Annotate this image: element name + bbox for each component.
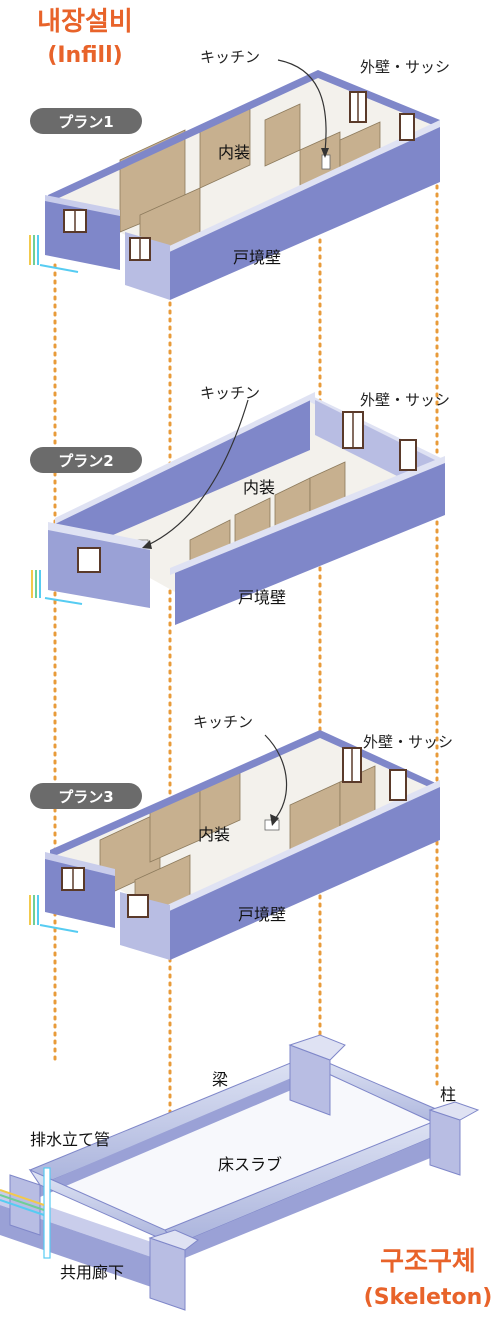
plan-3-exterior-label: 外壁・サッシ [363, 733, 453, 751]
plan-3-badge: プラン3 [30, 783, 142, 809]
plan-3-model [29, 730, 440, 960]
plan-3-badge-label: プラン3 [58, 788, 113, 806]
plan-2-boundary-label: 戸境壁 [238, 588, 286, 607]
skeleton-title: 구조구체 [380, 1247, 476, 1277]
skeleton-column-label: 柱 [440, 1085, 456, 1104]
plan-2-interior-label: 内装 [243, 478, 275, 497]
plan-2-badge-label: プラン2 [58, 452, 113, 470]
plan-3-kitchen-arrow [264, 734, 288, 821]
skeleton-subtitle: (Skeleton) [364, 1285, 493, 1310]
plan-1-badge-label: プラン1 [58, 113, 113, 131]
plan-1-boundary-label: 戸境壁 [233, 248, 281, 267]
plan-1-model [29, 70, 440, 300]
plan-1-kitchen-arrow [277, 59, 327, 153]
skeleton-corridor-label: 共用廊下 [60, 1263, 124, 1282]
infill-subtitle: (Infill) [47, 43, 122, 68]
plan-3-boundary-label: 戸境壁 [238, 905, 286, 924]
plan-2-exterior-label: 外壁・サッシ [360, 391, 450, 409]
plan-2-badge: プラン2 [30, 447, 142, 473]
alignment-lines [53, 168, 439, 1232]
plan-2-model [31, 392, 445, 625]
plan-3-kitchen-label: キッチン [193, 713, 253, 731]
plan-1-badge: プラン1 [30, 108, 142, 134]
skeleton-slab-label: 床スラブ [218, 1155, 282, 1174]
plan-1-kitchen-label: キッチン [200, 48, 260, 66]
skeleton-drain-label: 排水立て管 [30, 1130, 110, 1149]
plan-2-kitchen-arrow [147, 399, 249, 546]
plan-1-interior-label: 内装 [218, 143, 250, 162]
skeleton-beam-label: 梁 [212, 1070, 228, 1089]
skeleton-model [0, 1034, 480, 1311]
plan-3-interior-label: 内装 [198, 825, 230, 844]
plan-2-kitchen-label: キッチン [200, 384, 260, 402]
plan-1-exterior-label: 外壁・サッシ [360, 58, 450, 76]
infill-title: 내장설비 [37, 7, 133, 37]
